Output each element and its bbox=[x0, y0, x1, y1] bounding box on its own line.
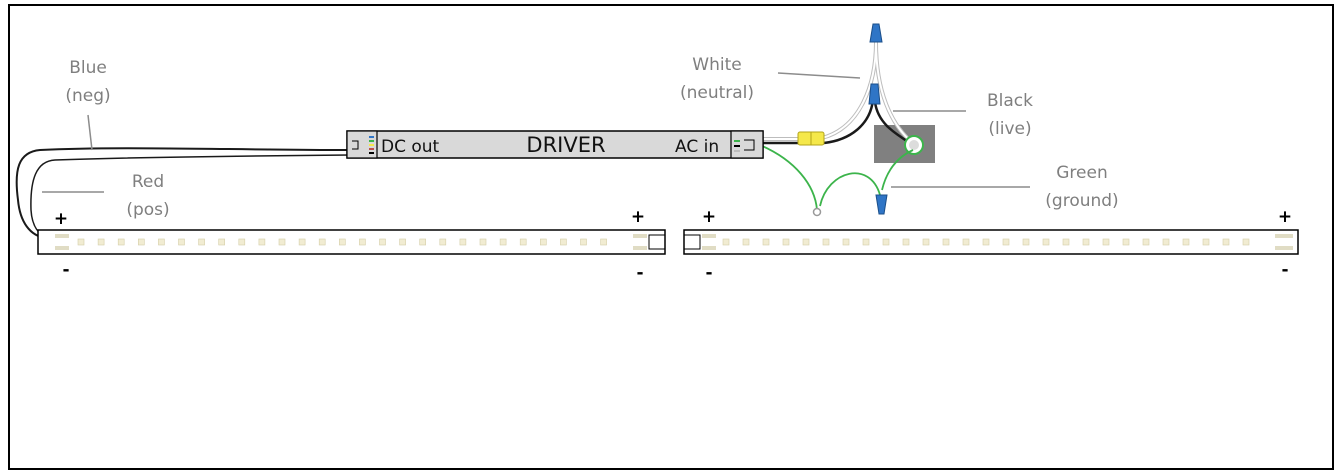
led-chip bbox=[77, 238, 85, 246]
led-chip bbox=[782, 238, 790, 246]
led-chip bbox=[97, 238, 105, 246]
led-chip bbox=[922, 238, 930, 246]
led-chip bbox=[1022, 238, 1030, 246]
led-chip bbox=[459, 238, 467, 246]
led-chip bbox=[882, 238, 890, 246]
led-chip bbox=[359, 238, 366, 246]
label-leader-lines bbox=[42, 72, 1030, 193]
led-strip-2-pad-right bbox=[1275, 234, 1293, 250]
strip-1-right-plus: + bbox=[631, 207, 645, 227]
led-chip bbox=[238, 238, 246, 246]
led-strip-1-body bbox=[37, 229, 666, 255]
strip-2-right-minus: - bbox=[1281, 260, 1288, 280]
blue-wire-label: Blue bbox=[69, 58, 107, 78]
led-strip-2-pad-left bbox=[702, 234, 716, 250]
strip-2-left-plus: + bbox=[702, 207, 716, 227]
strip-1-left-plus: + bbox=[54, 209, 68, 229]
led-chip bbox=[117, 238, 125, 246]
led-chip bbox=[862, 238, 870, 246]
led-chip bbox=[1122, 238, 1130, 246]
strip-2-left-minus: - bbox=[705, 263, 712, 283]
led-chip bbox=[822, 238, 830, 246]
led-chips bbox=[77, 238, 607, 246]
led-chip bbox=[842, 238, 850, 246]
led-chip bbox=[278, 238, 286, 246]
led-chip bbox=[600, 238, 607, 246]
led-chip bbox=[419, 238, 427, 246]
led-chip bbox=[318, 238, 326, 246]
led-chip bbox=[1222, 238, 1230, 246]
led-chip bbox=[338, 238, 346, 246]
black-wire-label: Black bbox=[987, 91, 1033, 111]
led-strip-1-pad-left bbox=[55, 234, 69, 250]
driver-body bbox=[346, 130, 764, 159]
led-strip-2 bbox=[683, 229, 1299, 255]
driver-title: DRIVER bbox=[526, 133, 605, 157]
led-chip bbox=[298, 238, 306, 246]
led-chip bbox=[379, 238, 386, 246]
led-chip bbox=[1242, 238, 1250, 246]
strip-1-left-minus: - bbox=[62, 260, 69, 280]
led-strip-1 bbox=[37, 229, 666, 255]
led-chip bbox=[1002, 238, 1010, 246]
led-chip bbox=[399, 238, 406, 246]
green-wire-label: Green bbox=[1056, 163, 1107, 183]
dc-positive-wire bbox=[30, 154, 351, 241]
strip-2-right-plus: + bbox=[1278, 207, 1292, 227]
led-chip bbox=[479, 238, 487, 246]
green-wire bbox=[759, 144, 914, 211]
driver: DC out DRIVER AC in bbox=[346, 130, 764, 159]
led-chip bbox=[1142, 238, 1150, 246]
led-chip bbox=[178, 238, 185, 246]
led-chip bbox=[1162, 238, 1170, 246]
red-wire-label: Red bbox=[132, 172, 164, 192]
ground-terminal-icon bbox=[812, 207, 822, 217]
led-chip bbox=[519, 238, 527, 246]
led-chip bbox=[1042, 238, 1050, 246]
led-chip bbox=[1062, 238, 1070, 246]
dc-negative-wire bbox=[15, 147, 351, 239]
led-chip bbox=[722, 238, 730, 246]
led-chip bbox=[1102, 238, 1110, 246]
led-chip bbox=[158, 238, 165, 246]
led-chip bbox=[962, 238, 970, 246]
led-chip bbox=[580, 238, 587, 246]
led-chip bbox=[1082, 238, 1090, 246]
wire-nut-icon bbox=[868, 23, 888, 215]
led-chip bbox=[439, 238, 447, 246]
blue-wire-sublabel: (neg) bbox=[65, 86, 110, 106]
lamp-socket-icon bbox=[904, 135, 924, 155]
led-chip bbox=[1202, 238, 1210, 246]
led-chip bbox=[762, 238, 770, 246]
led-chip bbox=[802, 238, 810, 246]
driver-dc-out-label: DC out bbox=[381, 137, 440, 157]
led-chip bbox=[218, 238, 225, 246]
led-chip bbox=[258, 238, 266, 246]
led-chip bbox=[742, 238, 750, 246]
white-wire-label: White bbox=[692, 55, 741, 75]
green-wire-sublabel: (ground) bbox=[1045, 191, 1118, 211]
led-chip bbox=[982, 238, 990, 246]
black-wire-sublabel: (live) bbox=[988, 119, 1031, 139]
led-chip bbox=[902, 238, 910, 246]
led-chip bbox=[1182, 238, 1190, 246]
driver-ac-in-label: AC in bbox=[675, 137, 719, 157]
led-chip bbox=[942, 238, 950, 246]
led-chip bbox=[198, 238, 205, 246]
led-strip-1-pad-right bbox=[633, 234, 647, 250]
white-wire-sublabel: (neutral) bbox=[680, 83, 754, 103]
red-wire-sublabel: (pos) bbox=[126, 200, 169, 220]
driver-ac-end bbox=[730, 130, 764, 159]
led-chip bbox=[138, 238, 145, 246]
led-chip bbox=[539, 238, 547, 246]
led-chip bbox=[560, 238, 567, 246]
led-chips bbox=[722, 238, 1250, 246]
strip-1-right-minus: - bbox=[636, 263, 643, 283]
led-chip bbox=[499, 238, 507, 246]
